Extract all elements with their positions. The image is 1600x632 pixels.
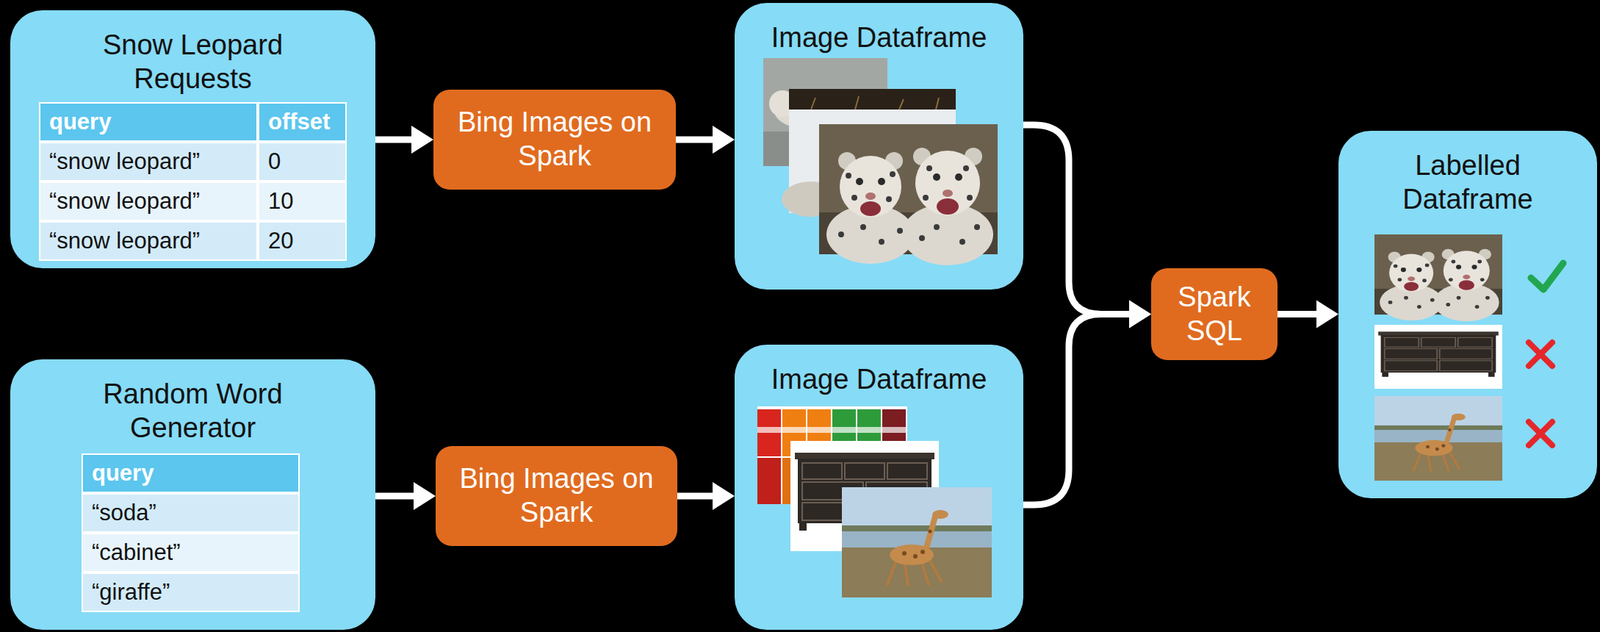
arrow-head: [712, 125, 735, 154]
snow-leopard-photo: [811, 96, 939, 110]
box-title: Image Dataframe: [771, 21, 988, 56]
table-header: offset: [257, 102, 347, 142]
connector-arrow: [1023, 300, 1152, 506]
table-cell: 20: [257, 221, 347, 261]
soda-photo: [757, 426, 906, 433]
connector-line: [1277, 310, 1318, 318]
box-title: Snow Leopard Requests: [83, 28, 304, 96]
cross-mark: [1528, 421, 1553, 446]
box-title: Bing Images on Spark: [446, 105, 663, 173]
cross-mark: [1528, 342, 1553, 366]
table-header: query: [81, 453, 300, 493]
table-header: query: [38, 102, 258, 142]
cross-mark: [1528, 342, 1553, 366]
cross-mark: [1528, 421, 1553, 446]
image-stack: [841, 487, 992, 598]
table-cell: “giraffe”: [81, 572, 300, 612]
connector-arrow: [677, 481, 735, 510]
box-title: Random Word Generator: [83, 377, 304, 445]
table-cell: 0: [257, 141, 347, 182]
process-box: Bing Images on Spark: [433, 89, 676, 190]
table-cell: “snow leopard”: [38, 221, 258, 261]
cross-mark: [1528, 342, 1553, 366]
box-title: Labelled Dataframe: [1357, 149, 1578, 216]
arrow-head: [1129, 300, 1152, 329]
connector-arrow: [1023, 124, 1152, 329]
panel-box: Snow Leopard Requestsqueryoffset“snow le…: [10, 10, 376, 269]
arrow-head: [413, 481, 436, 510]
snow-leopard-photo: [935, 97, 939, 110]
box-title: Bing Images on Spark: [448, 462, 665, 529]
table-cell: 10: [257, 181, 347, 222]
panel-box: Image Dataframe: [734, 2, 1024, 290]
labelled-images: [1374, 324, 1503, 389]
connector-line: [1023, 124, 1131, 315]
connector-line: [675, 136, 715, 144]
arrow-head: [411, 125, 434, 154]
process-box: Spark SQL: [1151, 268, 1278, 360]
connector-arrow: [1277, 300, 1339, 329]
arrow-head: [1129, 300, 1152, 329]
labelled-images: [1374, 234, 1503, 322]
snow-leopard-photo: [811, 97, 816, 110]
table-cell: “snow leopard”: [38, 141, 258, 182]
connector-line: [677, 492, 715, 500]
snow-leopard-photo: [788, 88, 956, 110]
connector-arrow: [375, 125, 434, 154]
table-cell: “soda”: [81, 492, 300, 533]
arrow-head: [712, 481, 735, 510]
soda-photo: [757, 457, 781, 504]
check-mark: [1530, 262, 1564, 290]
box-title: Spark SQL: [1162, 280, 1266, 348]
connector-line: [375, 136, 413, 144]
soda-photo: [757, 426, 906, 433]
connector-arrow: [375, 481, 436, 510]
snow-leopard-photo: [899, 99, 904, 110]
snow-leopard-photo: [855, 96, 859, 110]
arrow-head: [1316, 300, 1339, 329]
connector-line: [375, 492, 416, 500]
cross-mark: [1528, 421, 1553, 446]
connector-arrow: [675, 125, 735, 154]
table-cell: “snow leopard”: [38, 181, 258, 222]
process-box: Bing Images on Spark: [435, 445, 678, 546]
panel-box: Random Word Generator query“soda”“cabinet…: [10, 359, 376, 630]
labelled-images: [1374, 395, 1503, 481]
box-title: Image Dataframe: [771, 362, 988, 397]
panel-box: Image Dataframe: [734, 344, 1024, 630]
image-stack: [819, 124, 998, 266]
connector-line: [1023, 314, 1131, 506]
panel-box: Labelled Dataframe: [1338, 130, 1598, 499]
table-cell: “cabinet”: [81, 532, 300, 573]
